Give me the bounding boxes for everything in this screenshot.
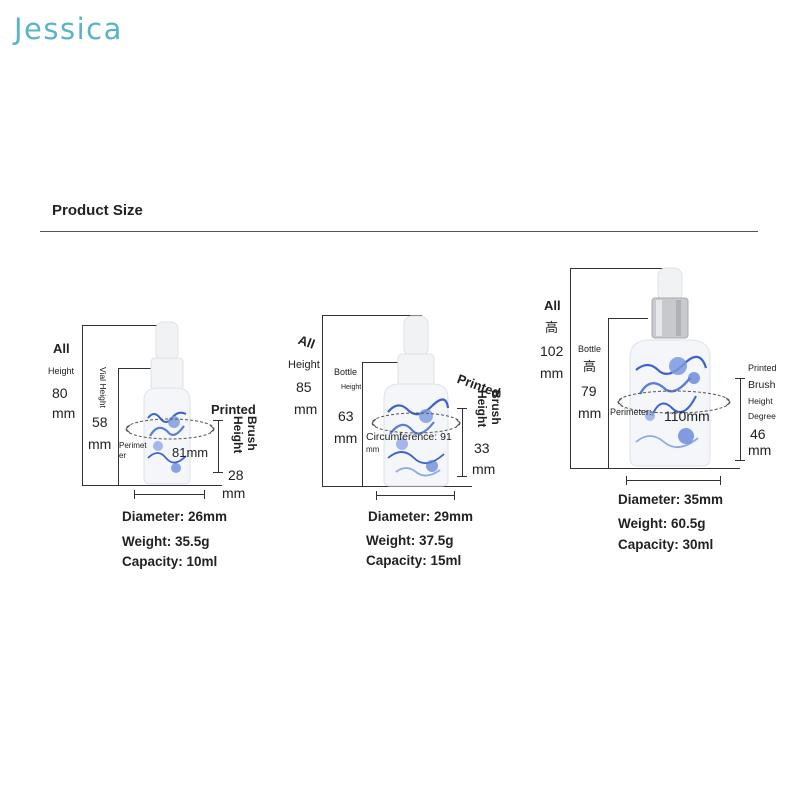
bottle-height-top-tick (362, 362, 432, 363)
all-unit: mm (294, 401, 318, 417)
capacity-spec: Capacity: 10ml (122, 554, 218, 569)
bottle-10ml-graphic (143, 321, 191, 485)
brush-height-line (740, 378, 741, 460)
bottle-15ml-graphic (383, 315, 450, 487)
base-line (82, 485, 222, 486)
diameter-line (626, 480, 720, 481)
brush-height-line (218, 420, 219, 472)
circumference-label: Circumference: 91 (366, 431, 452, 443)
diameter-tick-left (134, 490, 135, 499)
vial-value: 58 (92, 414, 108, 430)
brush-value: 33 (474, 440, 490, 456)
section-title: Product Size (52, 202, 143, 219)
perimeter-ellipse (617, 390, 731, 414)
all-height-top-tick (322, 315, 422, 316)
diameter-tick-right (720, 476, 721, 485)
bottle-chinese-label: 高 (583, 359, 597, 374)
base-line (570, 468, 740, 469)
diameter-spec: Diameter: 26mm (122, 509, 228, 524)
brush-height-top-tick (735, 378, 745, 379)
circumference-ellipse (371, 412, 461, 434)
diameter-line (376, 495, 454, 496)
brush-label-3: Height (231, 416, 245, 454)
weight-spec: Weight: 60.5g (618, 516, 706, 531)
diameter-tick-left (626, 476, 627, 485)
bottle-label: Bottle (334, 367, 358, 377)
all-height-line (82, 325, 83, 485)
bottle-value: 79 (581, 383, 597, 399)
all-height-word: Height (48, 366, 75, 376)
brush-value: 28 (228, 467, 244, 483)
capacity-spec: Capacity: 30ml (618, 537, 714, 552)
diameter-tick-right (204, 490, 205, 499)
brush-label-2: Brush (748, 379, 776, 391)
all-value: 80 (52, 385, 68, 401)
brush-label: Printed (211, 402, 256, 417)
all-unit: mm (540, 365, 564, 381)
brush-height-top-tick (213, 420, 223, 421)
diameter-spec: Diameter: 35mm (618, 492, 724, 507)
perimeter-label: Perimeter: (610, 407, 652, 417)
all-label: All (296, 332, 317, 352)
brush-value: 46 (750, 426, 766, 442)
perimeter-value: 110mm (664, 408, 710, 424)
weight-spec: Weight: 37.5g (366, 533, 454, 548)
weight-spec: Weight: 35.5g (122, 534, 210, 549)
capacity-spec: Capacity: 15ml (366, 553, 462, 568)
bottle-height-top-tick (608, 318, 648, 319)
diameter-line (134, 494, 204, 495)
perimeter-label: Perimet (119, 441, 147, 450)
perimeter-ellipse (125, 418, 215, 440)
brush-height-line (462, 408, 463, 476)
perimeter-label-2: er (119, 451, 127, 460)
all-height-line (322, 315, 323, 486)
all-label: All (544, 298, 561, 313)
brush-label-4: Degree (748, 411, 776, 421)
vial-unit: mm (88, 436, 112, 452)
all-value: 85 (296, 379, 312, 395)
vial-height-label: Vial Height (98, 367, 108, 408)
brand-logo: Jessica (14, 12, 123, 46)
circumference-unit: mm (366, 445, 380, 454)
brush-label: Printed (748, 363, 777, 373)
diameter-tick-right (454, 491, 455, 500)
bottle-height-word: Height (341, 384, 362, 391)
brush-unit: mm (472, 461, 496, 477)
vial-height-line (118, 368, 119, 485)
brush-label-2: Brush (245, 416, 259, 451)
all-value: 102 (540, 343, 564, 359)
brush-height-bottom-tick (457, 476, 467, 477)
brush-unit: mm (748, 442, 772, 458)
all-unit: mm (52, 405, 76, 421)
bottle-value: 63 (338, 408, 354, 424)
bottle-unit: mm (578, 405, 602, 421)
brush-height-top-tick (457, 408, 467, 409)
section-divider (40, 231, 758, 232)
all-height-word: Height (288, 359, 320, 371)
brush-label-2: Brush (489, 390, 503, 425)
brush-height-bottom-tick (213, 472, 223, 473)
brush-label-3: Height (748, 396, 773, 406)
brush-label-3: Height (475, 390, 489, 428)
vial-height-top-tick (118, 368, 176, 369)
bottle-label: Bottle (578, 344, 602, 354)
all-height-top-tick (82, 325, 172, 326)
bottle-height-line (608, 318, 609, 468)
bottle-unit: mm (334, 430, 358, 446)
bottle-height-line (362, 362, 363, 486)
all-chinese-label: 高 (545, 320, 559, 335)
diameter-spec: Diameter: 29mm (368, 509, 474, 524)
all-height-line (570, 268, 571, 468)
brush-height-bottom-tick (735, 460, 745, 461)
all-label: All (53, 341, 70, 356)
bottle-30ml-graphic (629, 267, 711, 467)
perimeter-value: 81mm (172, 445, 209, 460)
diameter-tick-left (376, 491, 377, 500)
brush-unit: mm (222, 485, 246, 501)
all-height-top-tick (570, 268, 670, 269)
